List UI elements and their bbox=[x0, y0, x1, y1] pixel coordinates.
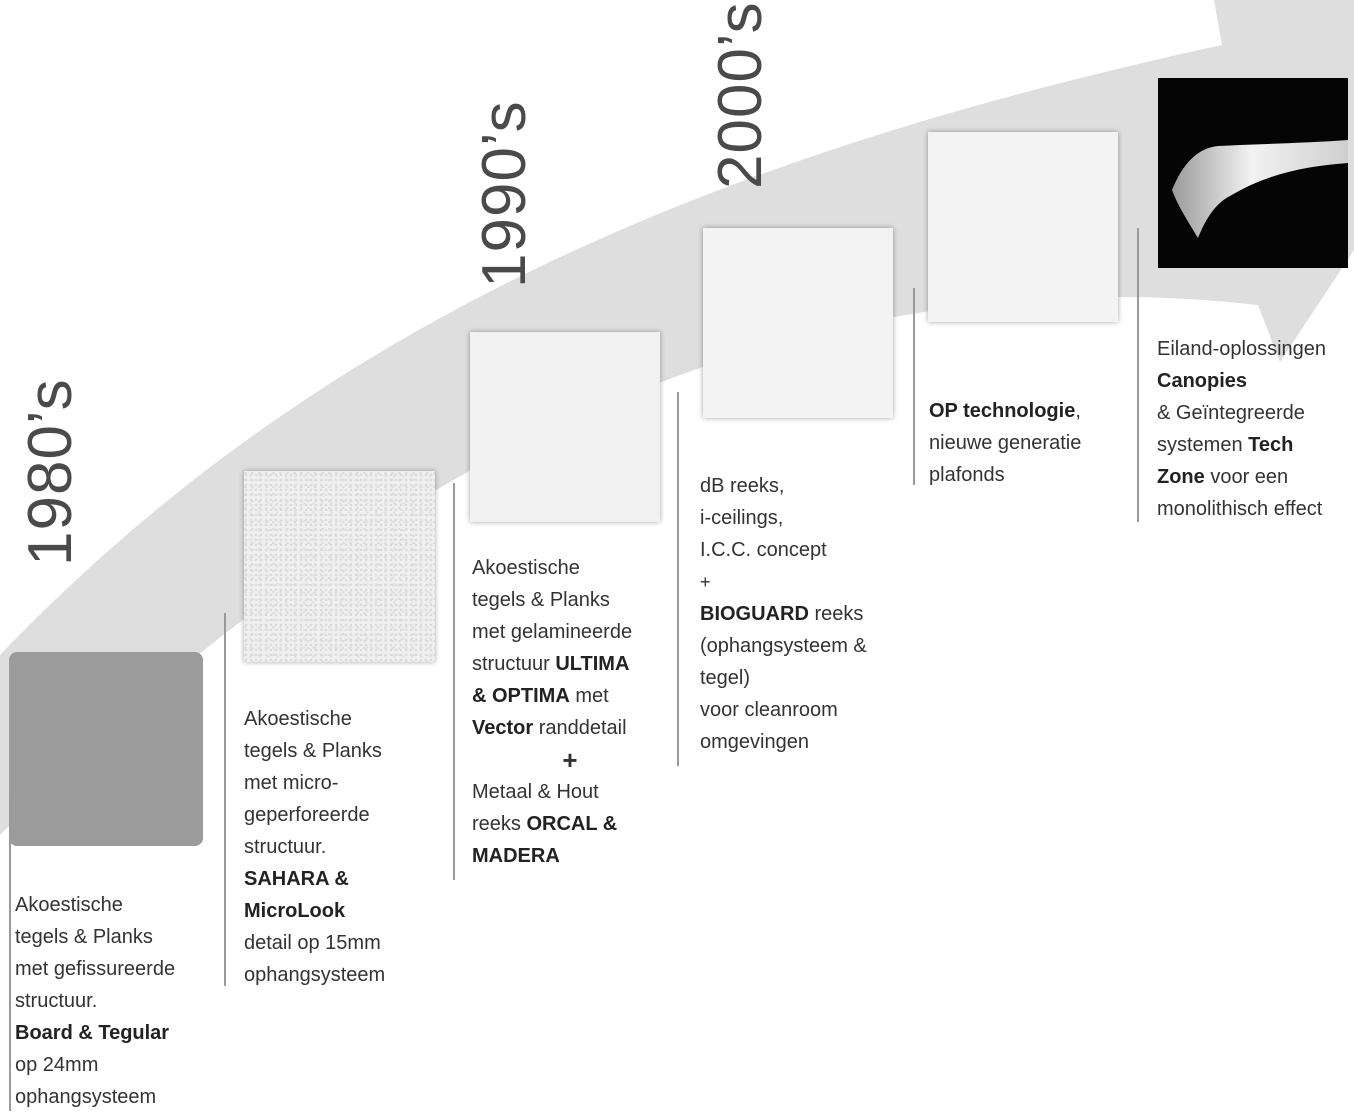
desc-text: systemen bbox=[1157, 434, 1248, 456]
description-microlook: Akoestische tegels & Planks met micro- g… bbox=[244, 703, 385, 991]
decade-label-1990: 1990’s bbox=[474, 100, 536, 288]
description-1980: Akoestische tegels & Planks met gefissur… bbox=[15, 889, 175, 1113]
desc-line: detail op 15mm bbox=[244, 927, 385, 959]
product-name: MicroLook bbox=[244, 900, 345, 922]
desc-line: monolithisch effect bbox=[1157, 493, 1326, 525]
description-op: OP technologie, nieuwe generatie plafond… bbox=[929, 395, 1081, 491]
product-name: SAHARA & bbox=[244, 868, 349, 890]
desc-line: dB reeks, bbox=[700, 470, 867, 502]
decade-label-2000: 2000’s bbox=[710, 1, 772, 189]
product-name: Canopies bbox=[1157, 370, 1247, 392]
divider-line-1990 bbox=[453, 483, 455, 880]
desc-line: met micro- bbox=[244, 767, 385, 799]
product-name: OP technologie bbox=[929, 400, 1075, 422]
desc-line: Eiland-oplossingen bbox=[1157, 333, 1326, 365]
tile-1990 bbox=[470, 332, 660, 522]
desc-text: randdetail bbox=[533, 717, 626, 739]
desc-text: reeks bbox=[809, 603, 863, 625]
desc-line: i-ceilings, bbox=[700, 502, 867, 534]
plus-sign: + bbox=[472, 744, 668, 776]
desc-line: & OPTIMA met bbox=[472, 680, 668, 712]
divider-line-canopy bbox=[1137, 228, 1139, 522]
desc-line: Vector randdetail bbox=[472, 712, 668, 744]
desc-line: systemen Tech bbox=[1157, 429, 1326, 461]
desc-line: structuur ULTIMA bbox=[472, 648, 668, 680]
desc-line: met gelamineerde bbox=[472, 616, 668, 648]
desc-line: structuur. bbox=[15, 985, 175, 1017]
desc-line: SAHARA & bbox=[244, 863, 385, 895]
desc-line: Board & Tegular bbox=[15, 1017, 175, 1049]
product-name: MADERA bbox=[472, 845, 560, 867]
desc-text: met bbox=[570, 685, 609, 707]
desc-line: tegels & Planks bbox=[472, 584, 668, 616]
desc-line: tegels & Planks bbox=[15, 921, 175, 953]
desc-line: MicroLook bbox=[244, 895, 385, 927]
desc-line: omgevingen bbox=[700, 726, 867, 758]
tile-2000 bbox=[703, 228, 893, 418]
plus-sign: + bbox=[700, 566, 867, 598]
desc-line: Zone voor een bbox=[1157, 461, 1326, 493]
desc-line: tegels & Planks bbox=[244, 735, 385, 767]
desc-line: I.C.C. concept bbox=[700, 534, 867, 566]
product-name: Tech bbox=[1248, 434, 1293, 456]
desc-text: voor een bbox=[1205, 466, 1288, 488]
desc-line: reeks ORCAL & bbox=[472, 808, 668, 840]
desc-line: nieuwe generatie bbox=[929, 427, 1081, 459]
product-name: Board & Tegular bbox=[15, 1022, 169, 1044]
desc-line: & Geïntegreerde bbox=[1157, 397, 1326, 429]
divider-line-microlook bbox=[224, 613, 226, 986]
desc-line: voor cleanroom bbox=[700, 694, 867, 726]
desc-line: OP technologie, bbox=[929, 395, 1081, 427]
desc-line: Akoestische bbox=[472, 552, 668, 584]
desc-line: structuur. bbox=[244, 831, 385, 863]
product-name: ULTIMA bbox=[555, 653, 629, 675]
description-1990: Akoestische tegels & Planks met gelamine… bbox=[472, 552, 668, 872]
desc-line: met gefissureerde bbox=[15, 953, 175, 985]
desc-line: Metaal & Hout bbox=[472, 776, 668, 808]
tile-1980 bbox=[9, 652, 203, 846]
description-canopy: Eiland-oplossingen Canopies & Geïntegree… bbox=[1157, 333, 1326, 525]
desc-line: plafonds bbox=[929, 459, 1081, 491]
desc-line: (ophangsysteem & bbox=[700, 630, 867, 662]
product-name: & OPTIMA bbox=[472, 685, 570, 707]
desc-line: BIOGUARD reeks bbox=[700, 598, 867, 630]
desc-line: Canopies bbox=[1157, 365, 1326, 397]
tile-op bbox=[928, 132, 1118, 322]
tile-canopy bbox=[1158, 78, 1348, 268]
product-name: BIOGUARD bbox=[700, 603, 809, 625]
desc-line: Akoestische bbox=[244, 703, 385, 735]
tile-microlook bbox=[244, 471, 435, 662]
desc-line: op 24mm bbox=[15, 1049, 175, 1081]
desc-line: Akoestische bbox=[15, 889, 175, 921]
product-name: Zone bbox=[1157, 466, 1205, 488]
desc-line: geperforeerde bbox=[244, 799, 385, 831]
description-2000: dB reeks, i-ceilings, I.C.C. concept + B… bbox=[700, 470, 867, 758]
desc-line: tegel) bbox=[700, 662, 867, 694]
product-name: ORCAL & bbox=[526, 813, 617, 835]
product-name: Vector bbox=[472, 717, 533, 739]
decade-label-1980: 1980’s bbox=[20, 378, 82, 566]
divider-line-1980 bbox=[9, 795, 11, 1111]
desc-text: , bbox=[1075, 400, 1081, 422]
desc-line: ophangsysteem bbox=[244, 959, 385, 991]
desc-line: MADERA bbox=[472, 840, 668, 872]
desc-text: structuur bbox=[472, 653, 555, 675]
desc-text: reeks bbox=[472, 813, 526, 835]
divider-line-op bbox=[913, 288, 915, 485]
divider-line-2000 bbox=[677, 392, 679, 766]
canopy-photo bbox=[1158, 78, 1348, 268]
desc-line: ophangsysteem bbox=[15, 1081, 175, 1113]
